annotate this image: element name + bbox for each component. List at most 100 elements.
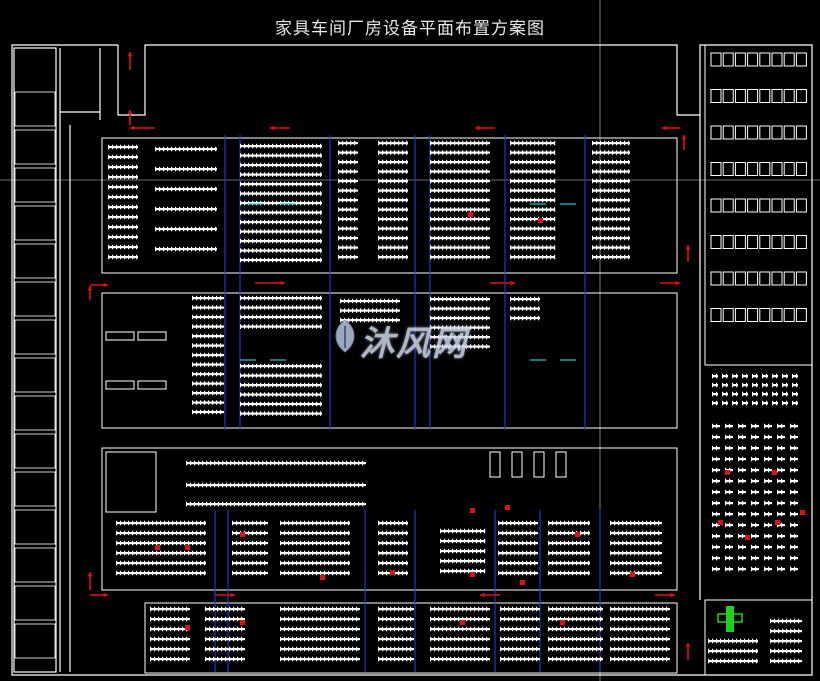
machine-unit: [280, 363, 282, 369]
machine-unit: [344, 606, 346, 612]
machine-unit: [124, 214, 126, 220]
machine-unit: [296, 257, 298, 263]
machine-unit: [608, 226, 610, 231]
machine-unit: [386, 520, 388, 526]
machine-row: [280, 542, 350, 545]
machine-unit: [286, 501, 288, 507]
machine-unit: [155, 226, 157, 232]
machine-unit: [316, 229, 318, 234]
machine-unit: [240, 373, 242, 378]
machine-unit: [438, 178, 440, 184]
machine-unit: [612, 245, 614, 250]
machine-unit: [195, 146, 197, 152]
machine-unit: [596, 140, 598, 146]
machine-unit: [768, 456, 770, 462]
machine-row: [510, 151, 555, 154]
machine-unit: [270, 460, 272, 466]
machine-unit: [240, 143, 242, 149]
machine-unit: [755, 445, 757, 451]
machine-unit: [300, 191, 302, 196]
machine-unit: [136, 520, 138, 526]
flow-arrow-icon: [87, 572, 93, 577]
machine-unit: [156, 570, 158, 576]
machine-unit: [334, 501, 336, 507]
machine-unit: [198, 501, 200, 507]
machine-unit: [592, 226, 594, 231]
machine-unit: [662, 616, 664, 622]
machine-unit: [191, 206, 193, 212]
machine-unit: [430, 207, 432, 212]
machine-unit: [158, 626, 160, 632]
machine-unit: [458, 207, 460, 212]
machine-unit: [440, 538, 442, 544]
machine-unit: [792, 373, 794, 379]
machine-row: [752, 384, 758, 387]
machine-unit: [180, 540, 182, 546]
machine-unit: [288, 540, 290, 546]
machine-unit: [534, 245, 536, 250]
machine-unit: [638, 646, 640, 652]
machine-unit: [458, 169, 460, 174]
machine-unit: [666, 646, 668, 652]
machine-unit: [272, 382, 274, 388]
machine-unit: [136, 254, 138, 260]
machine-unit: [213, 636, 215, 642]
machine-unit: [179, 166, 181, 172]
storage-rack-icon: [710, 271, 722, 286]
machine-row: [510, 170, 555, 173]
machine-unit: [292, 153, 294, 158]
machine-unit: [280, 560, 282, 566]
machine-unit: [378, 520, 380, 526]
machine-unit: [548, 550, 550, 556]
machine-unit: [280, 550, 282, 556]
machine-unit: [172, 530, 174, 536]
machine-unit: [316, 219, 318, 225]
machine-unit: [276, 401, 278, 407]
machine-unit: [213, 626, 215, 632]
machine-unit: [716, 400, 718, 406]
machine-unit: [482, 325, 484, 330]
machine-unit: [390, 188, 392, 193]
machine-unit: [554, 178, 556, 184]
machine-unit: [478, 226, 480, 231]
machine-unit: [170, 636, 172, 642]
machine-unit: [526, 140, 528, 146]
machine-unit: [225, 646, 227, 652]
machine-unit: [456, 558, 458, 564]
machine-row: [510, 218, 555, 221]
machine-unit: [620, 169, 622, 174]
machine-unit: [612, 254, 614, 260]
machine-row: [792, 384, 798, 387]
machine-unit: [244, 324, 246, 329]
machine-unit: [580, 636, 582, 642]
machine-row: [338, 227, 358, 230]
machine-row: [232, 542, 268, 545]
machine-unit: [650, 656, 652, 662]
machine-unit: [324, 520, 326, 526]
machine-unit: [524, 646, 526, 652]
machine-unit: [518, 570, 520, 576]
machine-unit: [248, 324, 250, 329]
machine-unit: [312, 363, 314, 369]
machine-unit: [456, 568, 458, 574]
machine-unit: [160, 540, 162, 546]
machine-unit: [240, 382, 242, 388]
machine-unit: [296, 172, 298, 177]
machine-unit: [300, 248, 302, 253]
machine-unit: [312, 229, 314, 234]
machine-unit: [642, 560, 644, 566]
machine-unit: [292, 540, 294, 546]
machine-unit: [304, 191, 306, 196]
machine-row: [592, 218, 630, 221]
machine-unit: [284, 616, 286, 622]
machine-unit: [450, 188, 452, 193]
machine-unit: [252, 153, 254, 158]
machine-unit: [167, 206, 169, 212]
machine-unit: [742, 382, 744, 388]
machine-unit: [320, 616, 322, 622]
machine-unit: [530, 178, 532, 184]
machine-unit: [340, 616, 342, 622]
machine-unit: [658, 656, 660, 662]
machine-unit: [450, 140, 452, 146]
machine-unit: [504, 626, 506, 632]
